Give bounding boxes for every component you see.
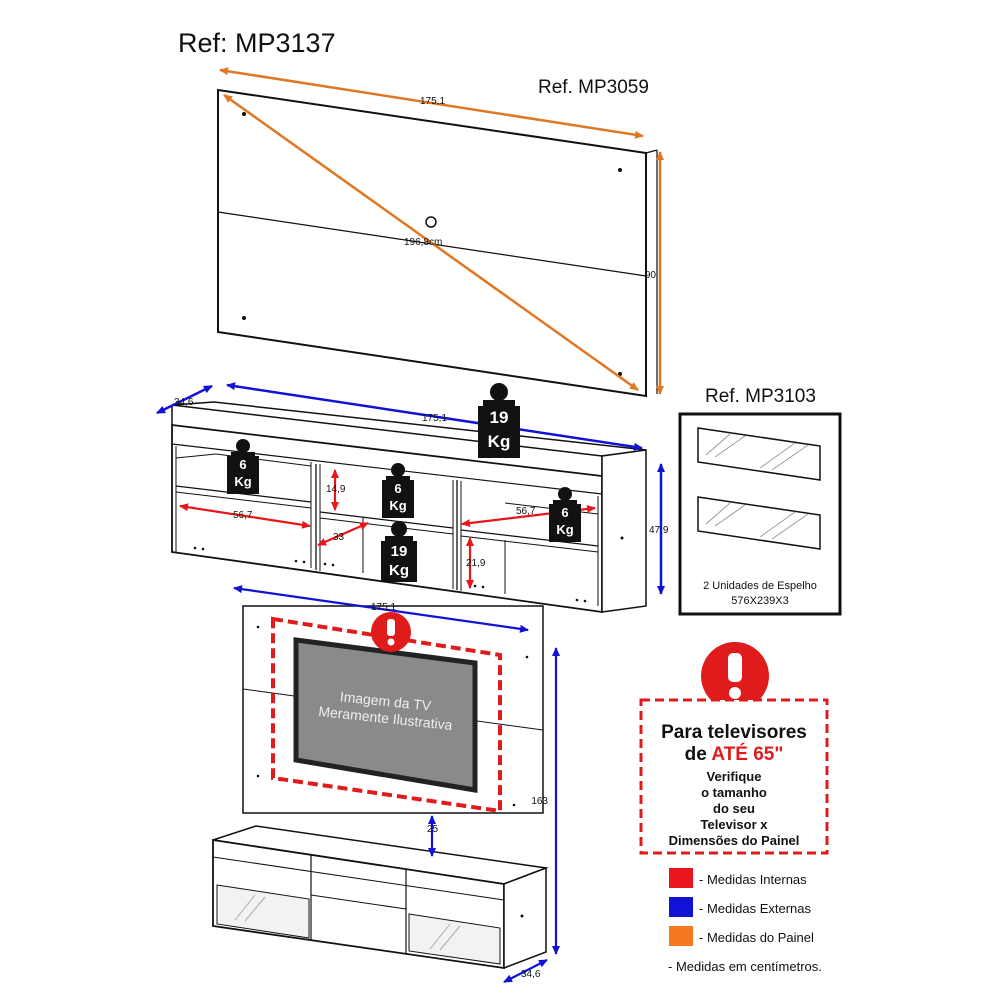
rack-width-label: 175,1 [422,413,447,424]
weight-icon: 6 Kg [227,439,259,494]
exclamation-alert-icon [371,612,411,652]
panel-height-label: 90 [645,270,657,281]
warning-dashed-box [639,698,829,855]
warning-body-line: Televisor x [701,817,769,832]
assembly-gap-label: 25 [427,824,439,835]
tv-rack-drawing: 34,6 175,1 47,9 56,7 14,9 33 56,7 21,9 [156,382,669,614]
warning-body-line: do seu [713,801,755,816]
warning-title-line2: de ATÉ 65" [685,743,784,765]
weight-unit: Kg [389,562,409,579]
panel-width-label: 175,1 [420,96,445,107]
weight-icon: 19 Kg [381,521,417,582]
rack-height-label: 47,9 [649,525,669,536]
mirror-reference-label: Ref. MP3103 [705,386,816,407]
center-width-arrow [317,521,369,547]
assembled-set-drawing: Imagem da TV Meramente Ilustrativa 175,1… [212,585,560,983]
lower-height-label: 21,9 [466,558,486,569]
weight-value: 6 [394,481,401,496]
weight-icon: 19 Kg [478,383,520,458]
weight-icon: 6 Kg [549,487,581,542]
tv-screen [293,637,478,793]
weight-icon: 6 Kg [382,463,414,518]
mirror-info-box: Ref. MP3103 2 Unidades de Espelho 576X23… [678,386,842,616]
panel-diagonal-label: 196,8cm [404,237,442,248]
weight-unit: Kg [234,474,251,489]
left-niche-width-arrow [179,503,311,529]
legend-swatch-external [669,897,693,917]
left-niche-width-label: 56,7 [233,510,253,521]
tv-size-warning: Para televisores de ATÉ 65" Verifique o … [639,642,829,855]
legend-label-external: - Medidas Externas [699,901,811,916]
panel-screw-dot [618,168,622,172]
weight-value: 19 [391,543,408,560]
warning-size-highlight: ATÉ 65" [711,743,783,765]
tv-area-outline [271,616,502,814]
weight-value: 6 [239,457,246,472]
assembly-height-label: 163 [531,796,548,807]
mirror-caption-line2: 576X239X3 [731,595,789,607]
legend-label-panel: - Medidas do Painel [699,930,814,945]
assembly-width-label: 175,1 [371,602,396,613]
right-niche-width-label: 56,7 [516,506,536,517]
weight-unit: Kg [488,432,511,451]
assembly-depth-arrow [503,959,548,983]
legend-swatch-panel [669,926,693,946]
main-reference-title: Ref: MP3137 [178,28,336,58]
wall-panel-drawing: 175,1 90 196,8cm [217,67,664,398]
rack-depth-label: 34,6 [174,397,194,408]
panel-screw-dot [242,316,246,320]
cable-hole-icon [425,216,437,228]
legend-units-note: - Medidas em centímetros. [668,959,822,974]
weight-value: 19 [490,408,509,427]
mirror-glass-icon [697,427,821,481]
exclamation-alert-icon [701,642,769,710]
niche-height-label: 14,9 [326,484,346,495]
panel-reference-label: Ref. MP3059 [538,77,649,98]
weight-unit: Kg [556,522,573,537]
warning-body-line: Verifique [707,769,762,784]
warning-title-line1: Para televisores [661,722,807,743]
panel-diagonal-arrow [223,93,639,392]
rack-width-arrow [226,382,643,451]
weight-unit: Kg [389,498,406,513]
mirror-glass-icon [697,496,821,550]
weight-value: 6 [561,505,568,520]
mirror-caption-line1: 2 Unidades de Espelho [703,580,817,592]
center-width-label: 33 [333,532,345,543]
legend-swatch-internal [669,868,693,888]
assembly-depth-label: 34,6 [521,969,541,980]
assembly-width-arrow [233,585,529,633]
panel-screw-dot [242,112,246,116]
warning-body-line: Dimensões do Painel [669,833,800,848]
measurement-legend: - Medidas Internas - Medidas Externas - … [668,868,822,974]
rack-depth-arrow [156,384,213,415]
legend-label-internal: - Medidas Internas [699,872,807,887]
warning-body-line: o tamanho [701,785,767,800]
